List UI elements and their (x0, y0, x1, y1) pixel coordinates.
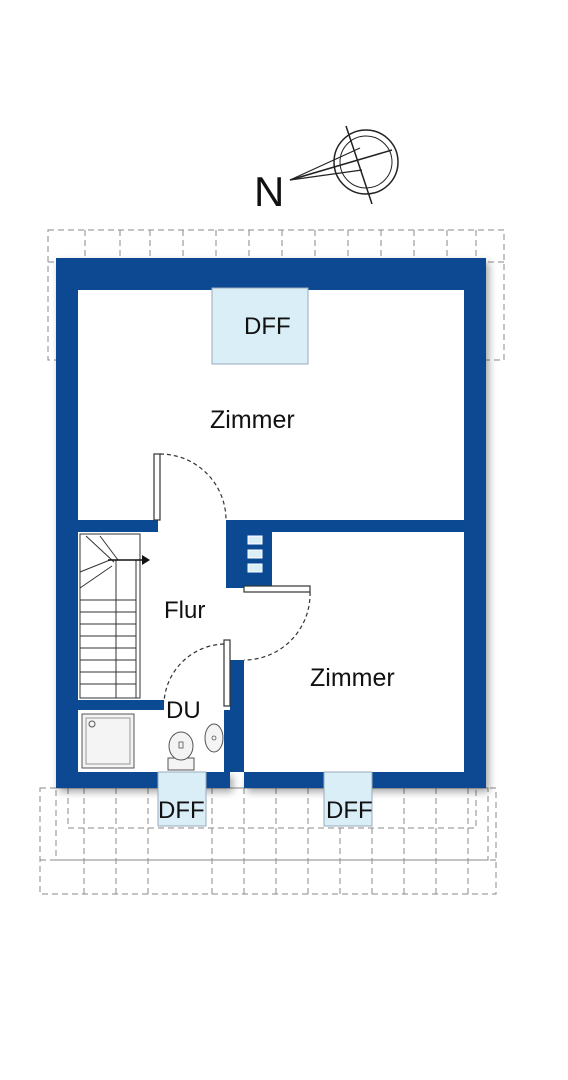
north-arrow-compass-icon (289, 125, 399, 205)
room-label-zimmer-bottom: Zimmer (310, 664, 395, 692)
room-label-zimmer-top: Zimmer (210, 406, 295, 434)
roof-overhang-bottom (39, 787, 497, 895)
door-du (163, 639, 231, 707)
window-bottom-left (157, 771, 207, 827)
toilet-icon (167, 731, 195, 771)
compass-north-label: N (254, 168, 284, 215)
washbasin-icon (204, 723, 224, 753)
window-bottom-right (323, 771, 373, 827)
door-zimmer-bottom (243, 585, 311, 661)
chimney-icon (247, 535, 263, 573)
window-top-label: DFF (244, 313, 291, 340)
window-bottom-left-label: DFF (158, 797, 205, 824)
window-top (211, 287, 309, 365)
room-label-flur: Flur (164, 597, 205, 624)
window-bottom-right-label: DFF (326, 797, 373, 824)
shower-tray-icon (81, 713, 135, 769)
stair-direction-arrow-icon (108, 555, 150, 565)
room-label-du: DU (166, 697, 201, 724)
interior-walls (78, 520, 464, 772)
staircase (79, 533, 141, 699)
door-zimmer-top (153, 453, 227, 521)
